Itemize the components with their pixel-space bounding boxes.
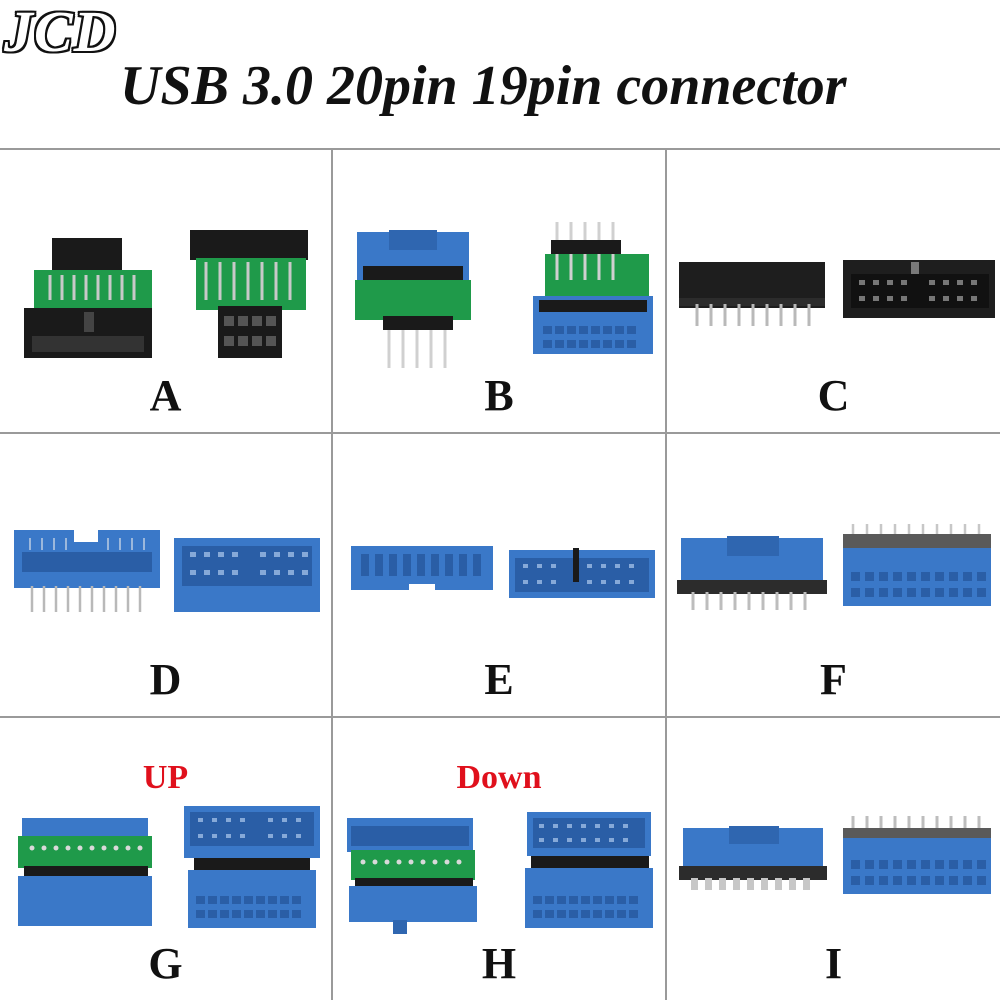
orientation-label: Down xyxy=(456,759,542,796)
option-label: H xyxy=(481,939,517,988)
connector-d-image xyxy=(14,528,320,612)
option-g[interactable]: UP xyxy=(0,718,333,1000)
option-c[interactable]: C xyxy=(667,150,1000,434)
adapter-b-image xyxy=(355,222,653,368)
connector-i-image xyxy=(679,816,991,894)
page-title: USB 3.0 20pin 19pin connector xyxy=(120,55,847,117)
orientation-label: UP xyxy=(142,759,189,796)
option-label: C xyxy=(817,371,850,420)
option-e[interactable]: E xyxy=(333,434,667,718)
option-label: A xyxy=(149,371,182,420)
brand-logo: JCD xyxy=(4,0,117,64)
connector-f-image xyxy=(677,524,991,610)
option-label: I xyxy=(824,939,843,988)
option-b[interactable]: B xyxy=(333,150,667,434)
option-a[interactable]: A xyxy=(0,150,333,434)
adapter-g-image xyxy=(18,806,320,928)
adapter-h-image xyxy=(347,812,653,934)
adapter-a-image xyxy=(24,230,308,358)
option-label: E xyxy=(484,655,514,704)
option-label: F xyxy=(820,655,847,704)
option-i[interactable]: I xyxy=(667,718,1000,1000)
option-label: D xyxy=(149,655,182,704)
product-grid: A xyxy=(0,148,1000,1000)
option-d[interactable]: D xyxy=(0,434,333,718)
connector-c-image xyxy=(679,260,995,326)
option-f[interactable]: F xyxy=(667,434,1000,718)
option-label: B xyxy=(484,371,514,420)
connector-e-image xyxy=(351,546,655,598)
option-label: G xyxy=(148,939,183,988)
option-h[interactable]: Down xyxy=(333,718,667,1000)
